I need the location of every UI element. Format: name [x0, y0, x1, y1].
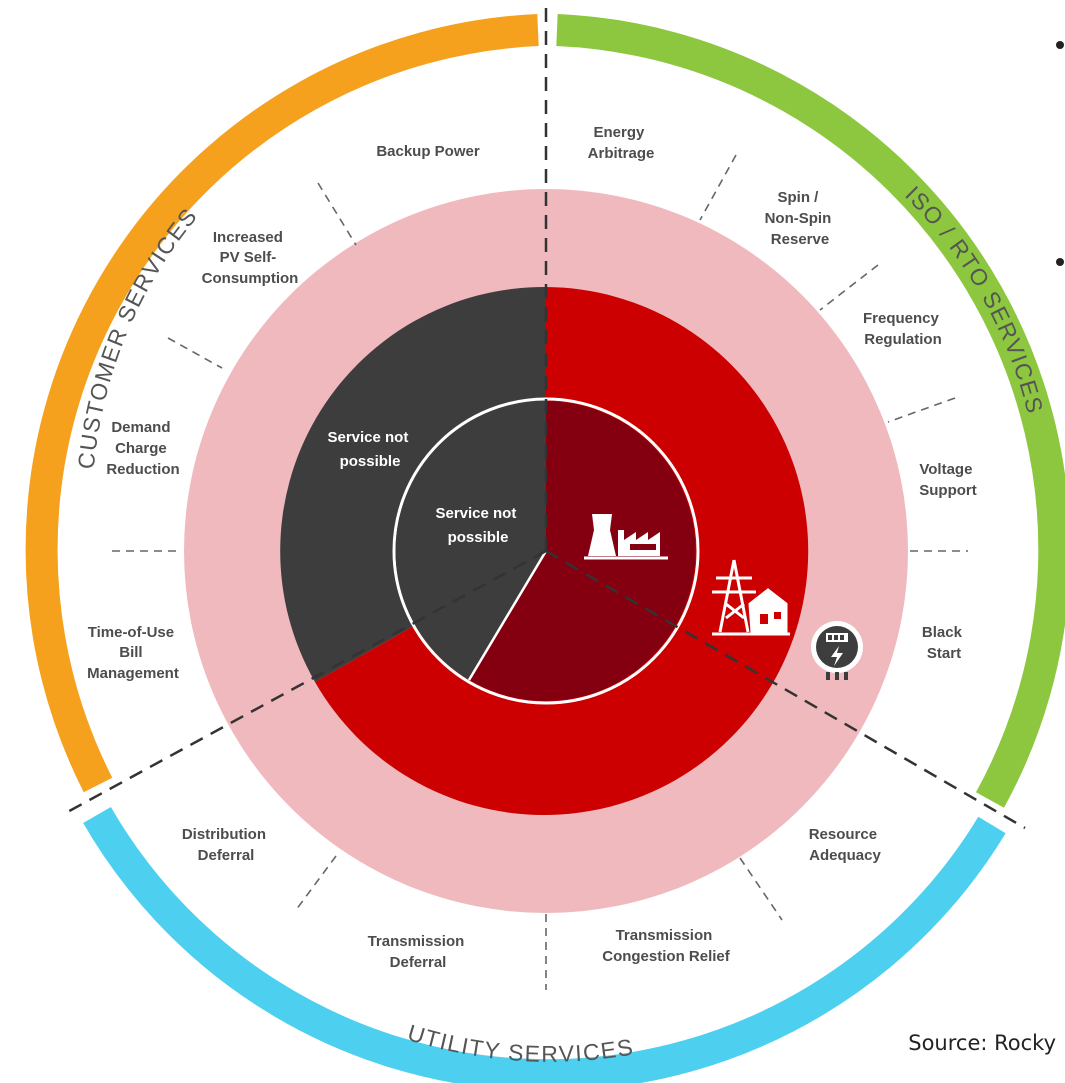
tick-5 [819, 264, 879, 311]
service-black-start: Black Start [922, 624, 966, 662]
core-note: Service not possible [435, 505, 520, 546]
tick-6 [887, 397, 956, 423]
service-spin-reserve: Spin / Non-Spin Reserve [765, 189, 836, 248]
service-distribution-deferral: Distribution Deferral [182, 826, 270, 864]
service-transmission-deferral: Transmission Deferral [368, 933, 469, 971]
tick-2 [167, 337, 223, 369]
core-dark-red-sector [469, 401, 696, 701]
service-voltage-support: Voltage Support [919, 461, 977, 499]
divider-lower-right [545, 549, 1026, 830]
transmission-tower-house-icon [712, 559, 790, 636]
customer-services-arc [25, 14, 539, 793]
utility-services-arc [83, 806, 1006, 1083]
service-time-of-use: Time-of-Use Bill Management [87, 624, 179, 682]
middle-ring-note: Service not possible [327, 429, 412, 470]
core-divider [467, 550, 548, 681]
service-demand-charge-reduction: Demand Charge Reduction [106, 419, 179, 478]
service-energy-arbitrage: Energy Arbitrage [588, 124, 655, 162]
electric-meter-icon [811, 621, 863, 680]
service-resource-adequacy: Resource Adequacy [809, 826, 882, 864]
tick-10 [739, 857, 783, 921]
service-pv-self-consumption: Increased PV Self- Consumption [202, 229, 299, 287]
service-transmission-congestion-relief: Transmission Congestion Relief [602, 927, 731, 965]
source-caption: Source: Rocky [908, 1031, 1056, 1055]
power-plant-icon [584, 514, 668, 560]
slide-bullet-1 [1056, 41, 1064, 49]
tick-4 [699, 154, 737, 221]
tick-8 [295, 855, 337, 911]
core-charcoal-sector [395, 400, 546, 680]
service-backup-power: Backup Power [376, 143, 480, 160]
tick-1 [317, 182, 357, 246]
iso-rto-services-arc [556, 14, 1065, 808]
service-frequency-regulation: Frequency Regulation [863, 310, 943, 348]
slide-bullet-2 [1056, 258, 1064, 266]
